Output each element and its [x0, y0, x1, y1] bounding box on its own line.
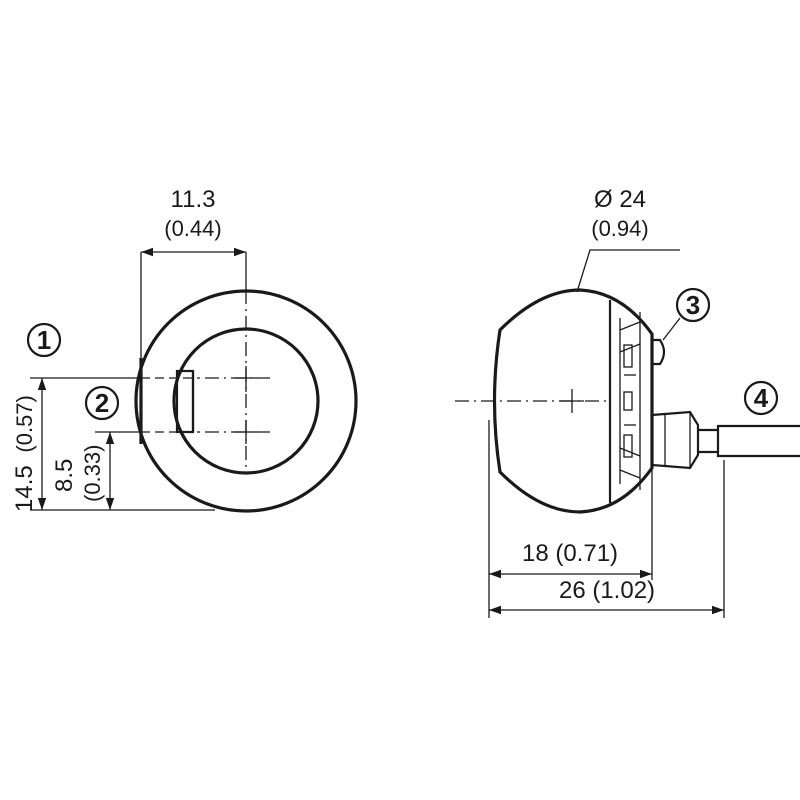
callout-1: 1: [26, 322, 62, 358]
dim-width-inch: (0.44): [164, 216, 221, 241]
dim-depth-total: 26 (1.02): [559, 577, 655, 604]
dim-diameter-main: Ø 24: [594, 186, 646, 213]
side-led: [652, 338, 666, 366]
dim-height-outer: 14.5 (0.57): [11, 395, 38, 512]
side-view: Ø 24 (0.94) 18 (0.71) 26 (1.02) 3 4: [455, 186, 800, 618]
dim-width-main: 11.3: [171, 186, 216, 213]
dim-height-outer-inch: (0.57): [12, 395, 37, 452]
dim-diameter-inch: (0.94): [591, 216, 648, 241]
side-body: [492, 288, 654, 514]
svg-text:3: 3: [686, 290, 700, 320]
dim-diameter-leader: [576, 249, 680, 293]
callout-3: 3: [662, 287, 711, 341]
dim-height-inner-inch: (0.33): [80, 445, 105, 502]
svg-text:2: 2: [95, 388, 109, 418]
dim-depth-body: 18 (0.71): [522, 540, 618, 567]
callout-2: 2: [84, 385, 120, 421]
side-cable: [698, 424, 800, 432]
svg-text:1: 1: [37, 325, 51, 355]
side-cable-gland: [650, 410, 700, 470]
dim-height-inner-main: 8.5: [51, 459, 78, 492]
front-slot: [175, 369, 195, 434]
front-view: 11.3 (0.44) 14.5 (0.57) 8.5 (0.33) 1 2: [11, 186, 358, 513]
dim-height-outer-main: 14.5: [11, 465, 38, 512]
callout-4: 4: [743, 380, 779, 416]
svg-text:4: 4: [754, 383, 769, 413]
